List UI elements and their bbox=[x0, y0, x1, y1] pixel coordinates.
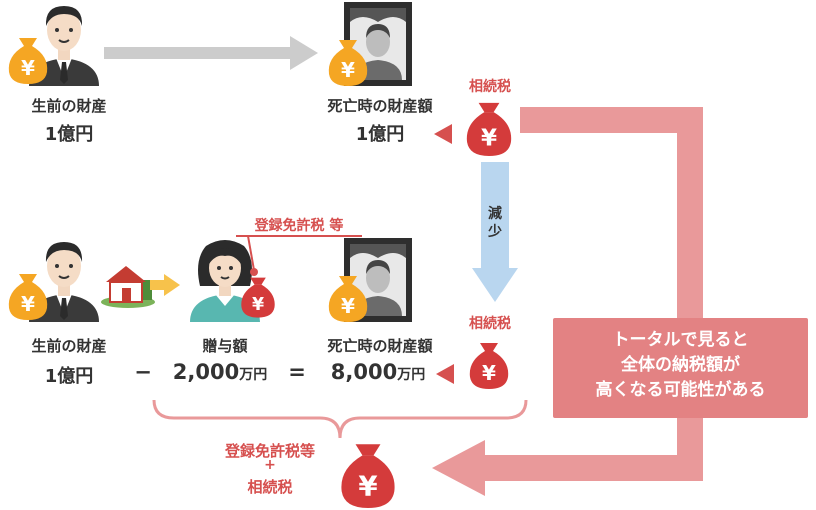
svg-text:¥: ¥ bbox=[358, 470, 377, 503]
woman-icon bbox=[190, 240, 260, 322]
brace-icon bbox=[152, 399, 528, 439]
svg-text:¥: ¥ bbox=[252, 295, 264, 315]
arrow-icon bbox=[150, 274, 180, 296]
svg-text:¥: ¥ bbox=[21, 56, 35, 80]
total-tax-line1: 登録免許税等 bbox=[224, 442, 315, 460]
arrow-icon bbox=[434, 124, 452, 144]
death-amount-number: 8,000 bbox=[330, 360, 398, 384]
message-line1: トータルで見ると bbox=[612, 330, 749, 350]
arrow-icon bbox=[104, 36, 318, 70]
label-pointer bbox=[236, 235, 362, 276]
death-value-top: 1億円 bbox=[355, 124, 405, 145]
message-line2: 全体の納税額が bbox=[621, 355, 740, 375]
money-bag-icon: ¥ bbox=[241, 277, 275, 318]
money-bag-icon: ¥ bbox=[466, 102, 512, 156]
message-box: トータルで見ると 全体の納税額が 高くなる可能性がある bbox=[553, 318, 808, 418]
inheritance-tax-label-bottom: 相続税 bbox=[469, 316, 511, 332]
money-bag-icon: ¥ bbox=[328, 40, 368, 86]
gift-amount-number: 2,000 bbox=[172, 360, 240, 384]
svg-text:¥: ¥ bbox=[481, 126, 497, 152]
money-bag-icon: ¥ bbox=[8, 274, 48, 320]
decrease-arrow bbox=[472, 162, 518, 302]
svg-text:¥: ¥ bbox=[482, 361, 496, 385]
svg-text:¥: ¥ bbox=[341, 294, 355, 318]
death-label-top: 死亡時の財産額 bbox=[327, 97, 433, 115]
money-bag-icon: ¥ bbox=[469, 343, 509, 389]
minus-sign: − bbox=[134, 360, 152, 384]
gift-label: 贈与額 bbox=[202, 337, 248, 355]
svg-text:¥: ¥ bbox=[21, 292, 35, 316]
decrease-label: 減少 bbox=[488, 206, 502, 240]
money-bag-icon: ¥ bbox=[341, 444, 395, 508]
message-line3: 高くなる可能性がある bbox=[595, 380, 766, 400]
money-bag-icon: ¥ bbox=[328, 276, 368, 322]
before-label-top: 生前の財産 bbox=[31, 97, 107, 115]
svg-text:¥: ¥ bbox=[341, 58, 355, 82]
before-label-bottom: 生前の財産 bbox=[31, 337, 107, 355]
before-value-bottom: 1億円 bbox=[44, 366, 94, 387]
inheritance-tax-label-top: 相続税 bbox=[469, 79, 511, 95]
total-tax-line3: 相続税 bbox=[247, 478, 293, 496]
house-icon bbox=[101, 266, 155, 308]
money-bag-icon: ¥ bbox=[8, 38, 48, 84]
gift-amount-unit: 万円 bbox=[239, 367, 268, 383]
total-tax-line2: + bbox=[264, 457, 276, 473]
equals-sign: = bbox=[288, 360, 306, 384]
death-label-bottom: 死亡時の財産額 bbox=[327, 337, 433, 355]
registration-tax-label: 登録免許税 等 bbox=[254, 218, 344, 234]
arrow-icon bbox=[436, 364, 454, 384]
death-amount-unit: 万円 bbox=[397, 367, 426, 383]
gift-amount: 2,000万円 bbox=[160, 360, 280, 384]
before-value-top: 1億円 bbox=[44, 124, 94, 145]
death-amount: 8,000万円 bbox=[318, 360, 438, 384]
